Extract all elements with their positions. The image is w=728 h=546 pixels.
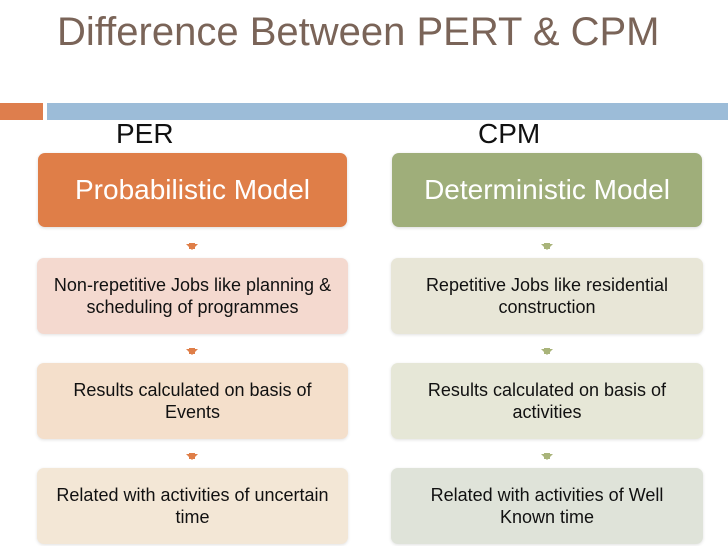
pert-item-1: Non-repetitive Jobs like planning & sche… — [37, 258, 348, 334]
down-arrow-icon — [541, 348, 553, 355]
slide-title: Difference Between PERT & CPM — [57, 10, 660, 54]
title-accent-bar-blue — [47, 103, 728, 120]
title-accent-bar-orange — [0, 103, 43, 120]
down-arrow-icon — [541, 453, 553, 460]
cpm-model-header: Deterministic Model — [392, 153, 702, 227]
pert-item-2: Results calculated on basis of Events — [37, 363, 348, 439]
pert-model-header: Probabilistic Model — [38, 153, 347, 227]
down-arrow-icon — [541, 243, 553, 250]
cpm-item-1: Repetitive Jobs like residential constru… — [391, 258, 703, 334]
cpm-item-3: Related with activities of Well Known ti… — [391, 468, 703, 544]
pert-item-3: Related with activities of uncertain tim… — [37, 468, 348, 544]
cpm-item-2: Results calculated on basis of activitie… — [391, 363, 703, 439]
down-arrow-icon — [186, 243, 198, 250]
down-arrow-icon — [186, 348, 198, 355]
cpm-column-label: CPM — [478, 118, 541, 149]
down-arrow-icon — [186, 453, 198, 460]
